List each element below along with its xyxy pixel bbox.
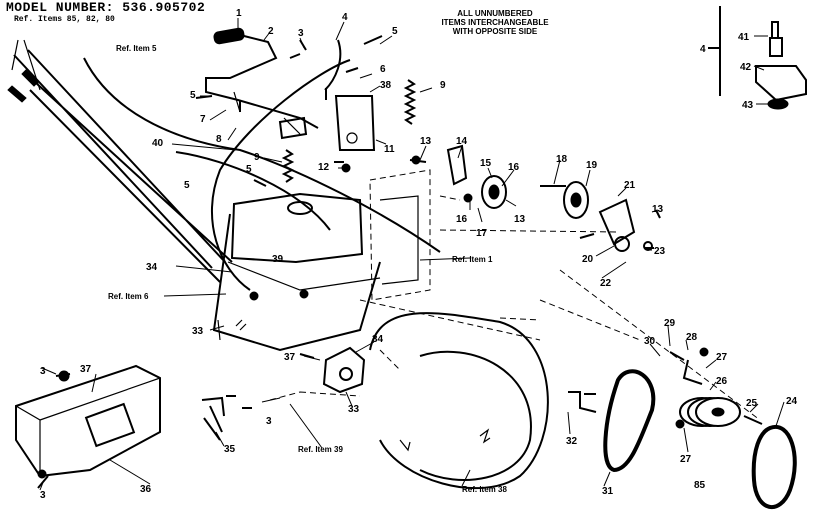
callout-12: 12 bbox=[318, 162, 330, 173]
callout-16-lower: 16 bbox=[456, 214, 468, 225]
callout-38: 38 bbox=[380, 80, 392, 91]
callout-85: 85 bbox=[694, 480, 706, 491]
callout-37: 37 bbox=[284, 352, 296, 363]
callout-35: 35 bbox=[224, 444, 236, 455]
callout-7: 7 bbox=[200, 114, 206, 125]
callout-5-spring: 5 bbox=[246, 164, 252, 175]
drive-housing bbox=[369, 312, 549, 490]
callout-29: 29 bbox=[664, 318, 676, 329]
callout-19: 19 bbox=[586, 160, 598, 171]
v-belts bbox=[603, 369, 797, 509]
callout-5-lever: 5 bbox=[190, 90, 196, 101]
callout-41: 41 bbox=[738, 32, 750, 43]
callout-43: 43 bbox=[742, 100, 754, 111]
model-number-heading: MODEL NUMBER: 536.905702 bbox=[6, 0, 206, 15]
belt-guard-bracket bbox=[201, 396, 225, 441]
callout-21: 21 bbox=[624, 180, 636, 191]
callout-13-right: 13 bbox=[652, 204, 664, 215]
callout-20: 20 bbox=[582, 254, 594, 265]
callout-33-lower: 33 bbox=[348, 404, 360, 415]
inset-control-part bbox=[708, 6, 807, 110]
idler-pulleys bbox=[481, 175, 636, 252]
drive-pulley bbox=[679, 397, 741, 427]
ref-item-1: Ref. Item 1 bbox=[452, 255, 493, 264]
springs bbox=[281, 79, 417, 183]
callout-34-lower: 34 bbox=[372, 334, 384, 345]
callout-40: 40 bbox=[152, 138, 164, 149]
callout-24: 24 bbox=[786, 396, 798, 407]
callout-25: 25 bbox=[746, 398, 758, 409]
callout-9: 9 bbox=[440, 80, 446, 91]
callout-37-guard: 37 bbox=[80, 364, 92, 375]
callout-23: 23 bbox=[654, 246, 666, 257]
callout-26: 26 bbox=[716, 376, 728, 387]
ref-item-5: Ref. Item 5 bbox=[116, 44, 157, 53]
ref-item-38: Ref. Item 38 bbox=[462, 485, 507, 494]
callout-18: 18 bbox=[556, 154, 568, 165]
callout-22: 22 bbox=[600, 278, 612, 289]
callout-3-guard: 3 bbox=[40, 366, 46, 377]
callout-13-mid: 13 bbox=[514, 214, 526, 225]
callout-5-cable: 5 bbox=[184, 180, 190, 191]
callout-13-top: 13 bbox=[420, 136, 432, 147]
callout-28: 28 bbox=[686, 332, 698, 343]
callout-34: 34 bbox=[146, 262, 158, 273]
callout-16: 16 bbox=[508, 162, 520, 173]
clutch-bracket bbox=[322, 346, 366, 394]
reference-items-note: Ref. Items 85, 82, 80 bbox=[14, 15, 115, 24]
callout-36: 36 bbox=[140, 484, 152, 495]
control-cables bbox=[83, 39, 441, 291]
callout-9-spring: 9 bbox=[254, 152, 260, 163]
callout-27-lower: 27 bbox=[680, 454, 692, 465]
callout-31: 31 bbox=[602, 486, 614, 497]
callout-15: 15 bbox=[480, 158, 492, 169]
callout-3-bracket: 3 bbox=[266, 416, 272, 427]
callout-11: 11 bbox=[384, 144, 395, 155]
callout-1: 1 bbox=[236, 8, 242, 19]
callout-27: 27 bbox=[716, 352, 728, 363]
assembly-lines bbox=[269, 195, 761, 421]
callout-4-inset: 4 bbox=[700, 44, 706, 55]
callout-14: 14 bbox=[456, 136, 468, 147]
callout-4: 4 bbox=[342, 12, 348, 23]
callout-6: 6 bbox=[380, 64, 386, 75]
callout-39: 39 bbox=[272, 254, 284, 265]
brackets bbox=[278, 95, 468, 186]
callout-2: 2 bbox=[268, 26, 274, 37]
callout-5: 5 bbox=[392, 26, 398, 37]
callout-17: 17 bbox=[476, 228, 488, 239]
ref-item-6: Ref. Item 6 bbox=[108, 292, 149, 301]
callout-32: 32 bbox=[566, 436, 578, 447]
leader-lines bbox=[39, 18, 785, 491]
callout-3-bottom: 3 bbox=[40, 490, 46, 501]
hardware-bolts bbox=[37, 35, 763, 489]
callout-42: 42 bbox=[740, 62, 752, 73]
belt-guard bbox=[15, 364, 161, 478]
handlebar-tubes bbox=[7, 39, 233, 283]
callout-30: 30 bbox=[644, 336, 656, 347]
engine bbox=[212, 169, 431, 352]
callout-8: 8 bbox=[216, 134, 222, 145]
callout-33: 33 bbox=[192, 326, 204, 337]
callout-3: 3 bbox=[298, 28, 304, 39]
ref-item-39: Ref. Item 39 bbox=[298, 445, 343, 454]
